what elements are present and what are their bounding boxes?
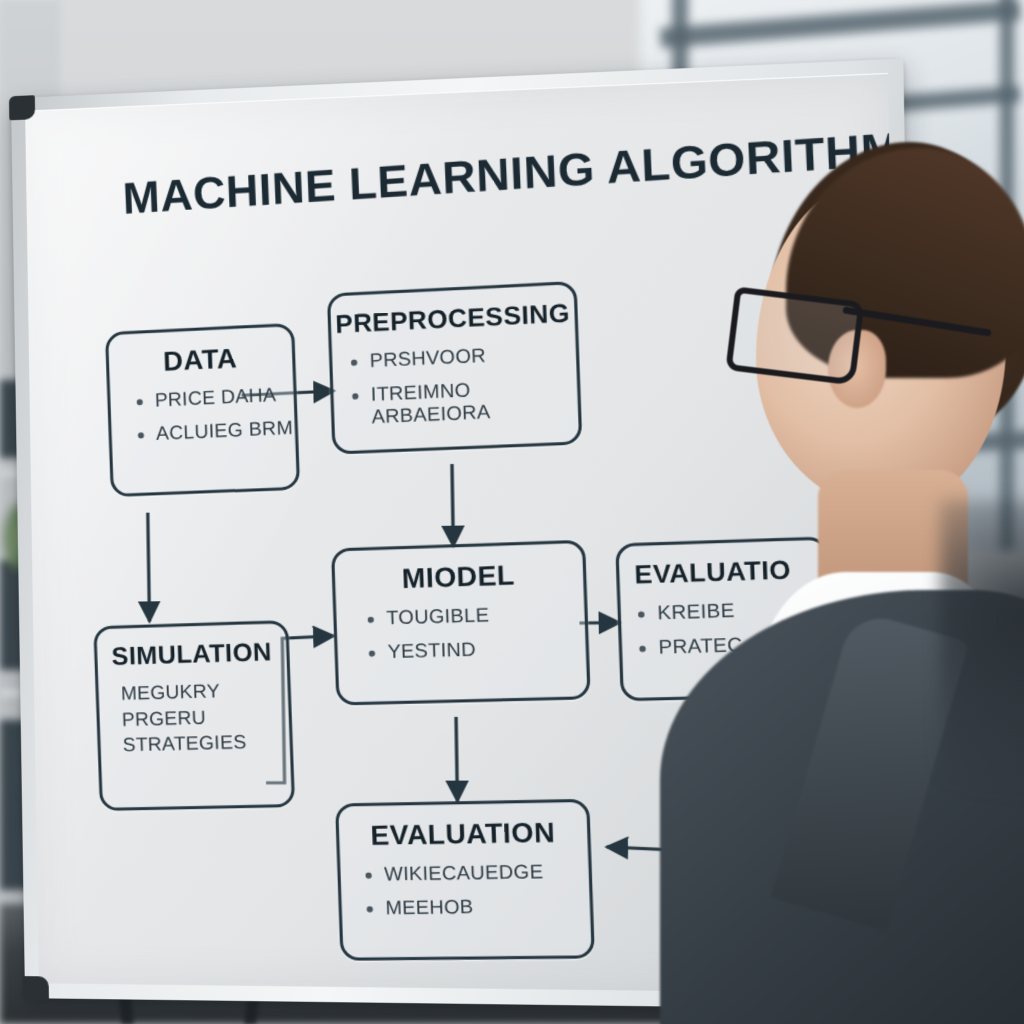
edge-data-to-simulation [148, 513, 150, 622]
node-title: MIODEL [401, 559, 516, 595]
node-bullet-list: WIKIECAUEDGE MEEHOB [340, 861, 590, 921]
node-evaluation-bottom[interactable]: EVALUATION WIKIECAUEDGE MEEHOB [334, 798, 595, 961]
ear [828, 330, 886, 408]
node-bullet-list: PRICE DAHA ACLUIEG BRM [110, 384, 295, 448]
list-item: PRSHVOOR [351, 341, 577, 374]
eyeglass-lens [725, 286, 865, 386]
node-preprocessing[interactable]: PREPROCESSING PRSHVOOR ITREIMNO ARBAEIOR… [326, 280, 583, 455]
list-item: WIKIECAUEDGE [365, 861, 589, 887]
node-bullet-list: TOUGIBLE YESTIND [336, 602, 586, 666]
node-bullet-list: PRSHVOOR ITREIMNO ARBAEIORA [332, 341, 578, 431]
person-viewing-board [660, 120, 1024, 1024]
list-item: PRICE DAHA [136, 384, 294, 413]
node-text-lines: MEGUKRY PRGERU STRATEGIES [98, 677, 290, 760]
list-item: MEEHOB [366, 895, 590, 920]
edge-preprocessing-to-model [452, 464, 453, 546]
node-title: EVALUATION [370, 817, 556, 851]
node-title: SIMULATION [111, 637, 273, 671]
node-simulation[interactable]: SIMULATION MEGUKRY PRGERU STRATEGIES [93, 620, 296, 812]
edge-model-to-evaluation-bottom [456, 717, 457, 801]
list-item: STRATEGIES [122, 732, 247, 757]
shoulder [940, 500, 1024, 800]
list-item: ACLUIEG BRM [138, 418, 296, 447]
list-item: ITREIMNO ARBAEIORA [352, 375, 579, 430]
node-title: PREPROCESSING [335, 298, 571, 340]
node-data[interactable]: DATA PRICE DAHA ACLUIEG BRM [104, 322, 301, 498]
node-title: DATA [162, 343, 238, 377]
eyeglasses [725, 270, 992, 390]
list-item: YESTIND [368, 636, 586, 665]
node-model[interactable]: MIODEL TOUGIBLE YESTIND [330, 539, 591, 706]
list-item: TOUGIBLE [367, 602, 585, 631]
